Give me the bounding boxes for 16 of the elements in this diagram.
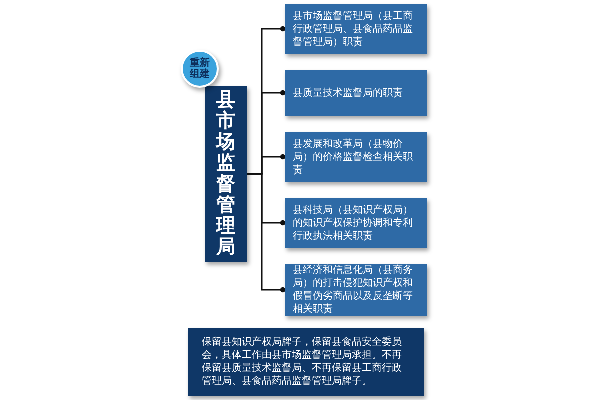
duty-box <box>285 4 427 54</box>
title-box <box>205 86 247 262</box>
note-box <box>188 328 424 396</box>
duty-box <box>285 198 427 248</box>
box-text: 县市场监督管理局（县工商行政管理局、县食品药品监督管理局）职责 <box>293 10 414 48</box>
connector-line <box>247 173 286 293</box>
box-text: 县科技局（县知识产权局）的知识产权保护协调和专利行政执法相关职责 <box>293 204 414 242</box>
box-text: 县质量技术监督局的职责 <box>293 86 403 100</box>
box-text: 县发展和改革局（县物价局）的价格监督检查相关职责 <box>293 138 414 176</box>
duty-box <box>285 70 427 116</box>
badge-circle <box>181 50 219 88</box>
box-text: 县市场监督管理局 <box>216 90 236 258</box>
box-text: 保留县知识产权局牌子，保留县食品安全委员会，具体工作由县市场监督管理局承担。不再保留县质量技术监督局、不再保留县工商行政管理局、县食品药品监督管理局牌子。 <box>202 336 403 388</box>
box-text: 重新组建 <box>189 58 211 80</box>
duty-box <box>285 132 427 182</box>
box-text: 县经济和信息化局（县商务局）的打击侵犯知识产权和假冒伪劣商品以及反垄断等相关职责 <box>293 264 414 316</box>
